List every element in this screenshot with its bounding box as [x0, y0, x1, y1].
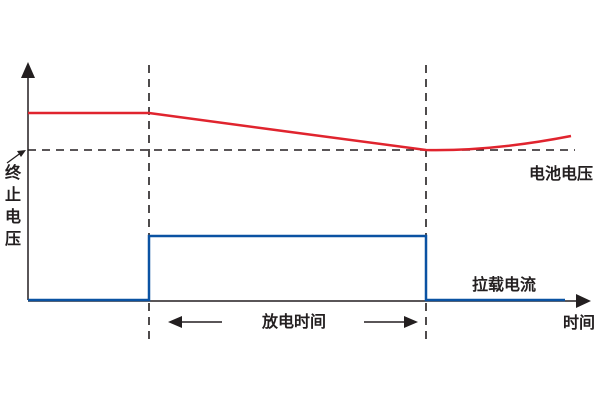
right-arrow-icon	[404, 316, 418, 328]
cutoff-pointer-arrow-icon	[17, 150, 26, 157]
y-axis-arrow-icon	[21, 62, 35, 78]
discharge-time-label: 放电时间	[262, 312, 327, 331]
cutoff-voltage-label: 终止电压	[4, 163, 21, 248]
battery-voltage-curve	[28, 111, 572, 152]
time-axis-label: 时间	[563, 313, 596, 332]
left-arrow-icon	[168, 316, 182, 328]
battery-voltage-label: 电池电压	[529, 164, 594, 183]
x-axis-arrow-icon	[576, 294, 591, 308]
load-current-curve	[28, 234, 565, 302]
load-current-label: 拉载电流	[472, 275, 537, 294]
